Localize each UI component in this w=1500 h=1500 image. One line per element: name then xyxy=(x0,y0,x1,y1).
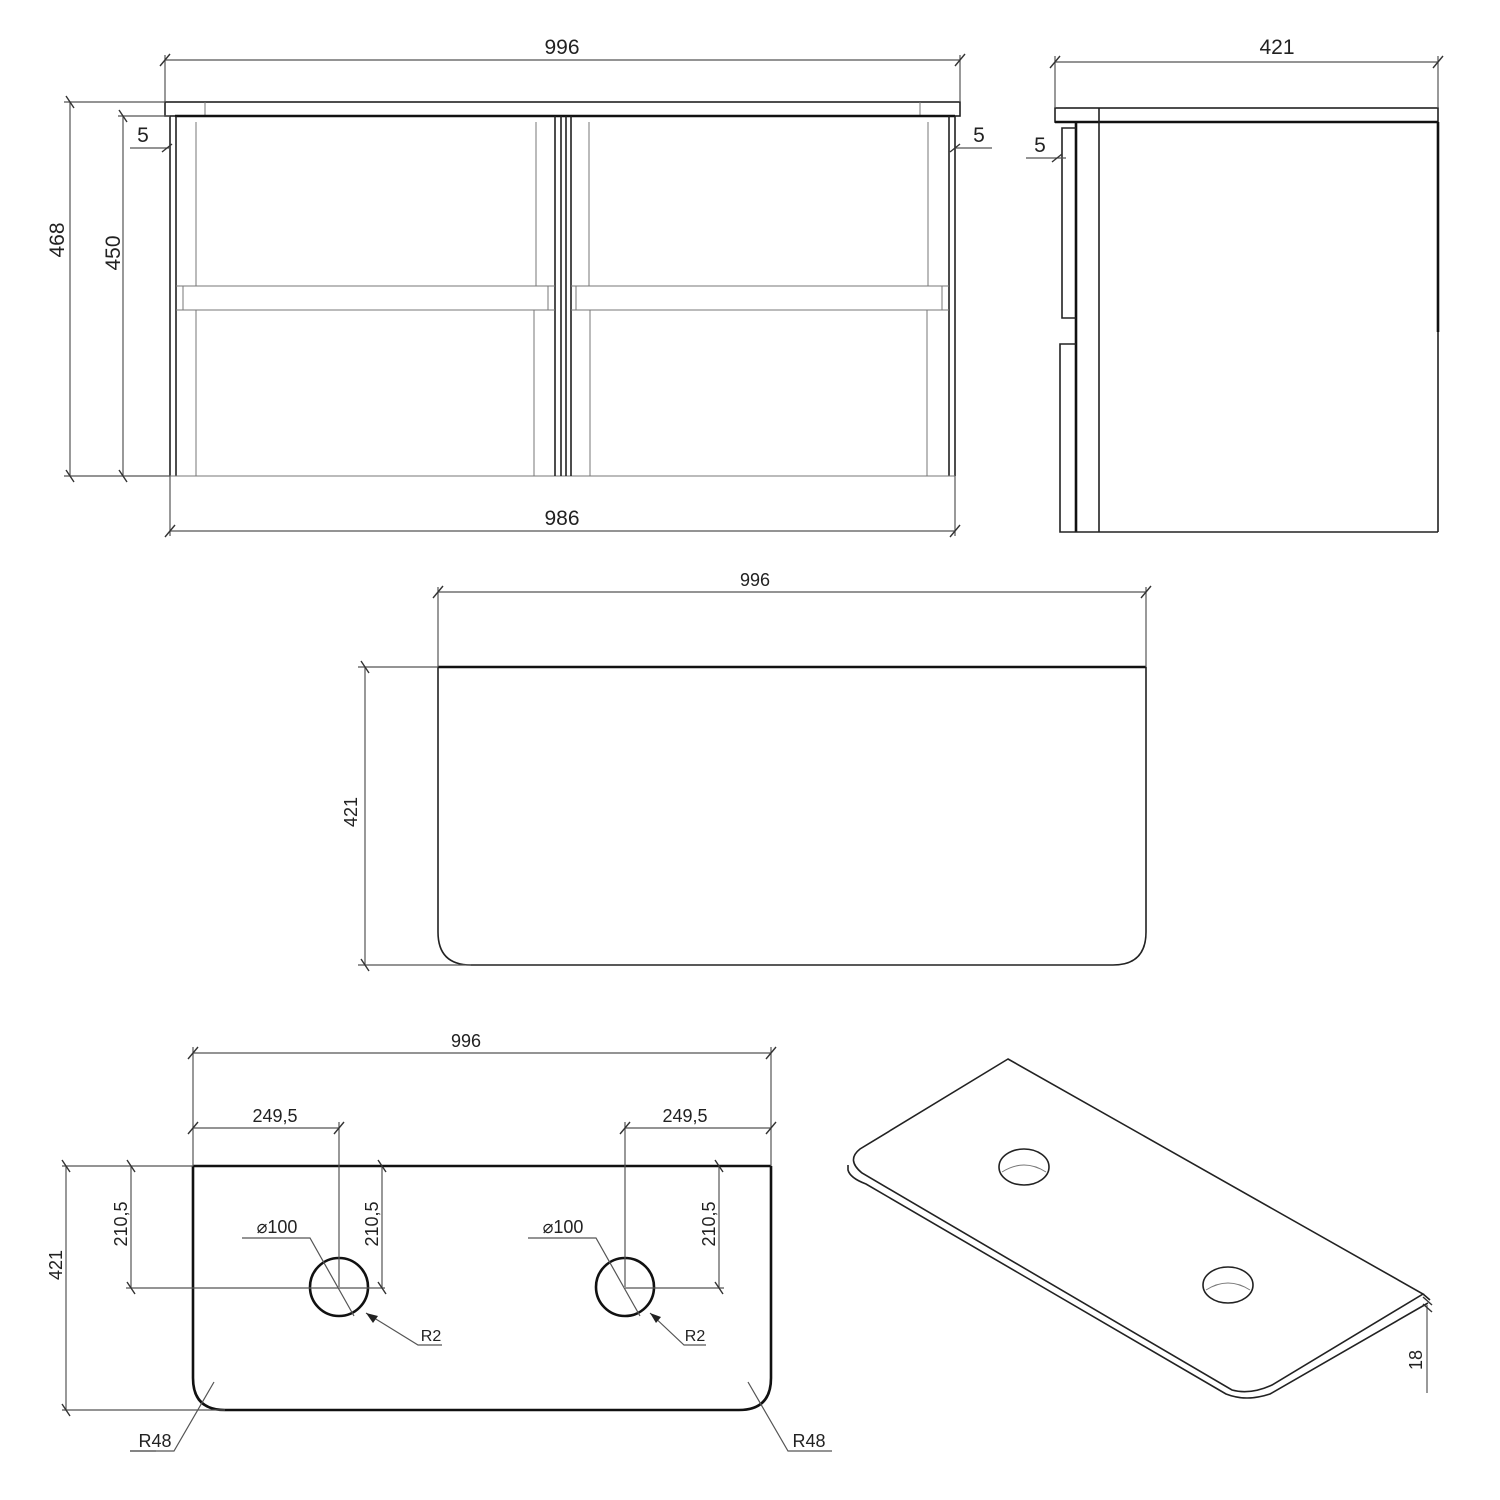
left-gap-label: 5 xyxy=(137,124,149,147)
right-gap-label: 5 xyxy=(973,124,985,147)
left-hole-diameter-label: ⌀100 xyxy=(257,1217,298,1237)
top-width-label: 996 xyxy=(740,570,770,590)
countertop-outline xyxy=(191,1166,773,1412)
iso-thickness-label: 18 xyxy=(1406,1350,1426,1370)
front-countertop xyxy=(164,101,961,117)
front-view: 996 986 468 450 5 5 xyxy=(46,36,992,538)
iso-left-hole xyxy=(998,1148,1050,1186)
iso-top-face xyxy=(852,1058,1425,1393)
side-view: 421 5 xyxy=(1026,36,1444,533)
right-corner-radius-label: R48 xyxy=(792,1431,825,1451)
countertop-plan-view: 996 249,5 249,5 421 210,5 210,5 xyxy=(46,1031,832,1452)
right-r2-arrow-icon xyxy=(650,1313,661,1323)
front-body-height-label: 450 xyxy=(102,235,125,270)
left-corner-radius-label: R48 xyxy=(138,1431,171,1451)
plan-depth-label: 421 xyxy=(46,1250,66,1280)
top-view-outline xyxy=(437,667,1147,966)
side-depth-label: 421 xyxy=(1259,36,1294,59)
right-hole-y-label: 210,5 xyxy=(699,1201,719,1246)
left-r2-arrow-icon xyxy=(366,1313,378,1323)
top-view: 996 421 xyxy=(341,570,1152,972)
right-hole-radius-label: R2 xyxy=(685,1328,706,1345)
left-hole-y-label: 210,5 xyxy=(111,1201,131,1246)
front-width-bottom-label: 986 xyxy=(544,507,579,530)
side-countertop xyxy=(1054,107,1439,123)
iso-right-hole xyxy=(1202,1266,1254,1304)
side-gap-label: 5 xyxy=(1034,134,1046,157)
right-hole-x-label: 249,5 xyxy=(662,1106,707,1126)
plan-width-label: 996 xyxy=(451,1031,481,1051)
left-hole-y-inner-label: 210,5 xyxy=(362,1201,382,1246)
front-height-label: 468 xyxy=(46,222,69,257)
front-width-top-label: 996 xyxy=(544,36,579,59)
right-hole-diameter-label: ⌀100 xyxy=(543,1217,584,1237)
top-depth-label: 421 xyxy=(341,797,361,827)
left-hole-radius-label: R2 xyxy=(421,1328,442,1345)
left-hole-x-label: 249,5 xyxy=(252,1106,297,1126)
isometric-view: 18 xyxy=(847,1058,1433,1399)
